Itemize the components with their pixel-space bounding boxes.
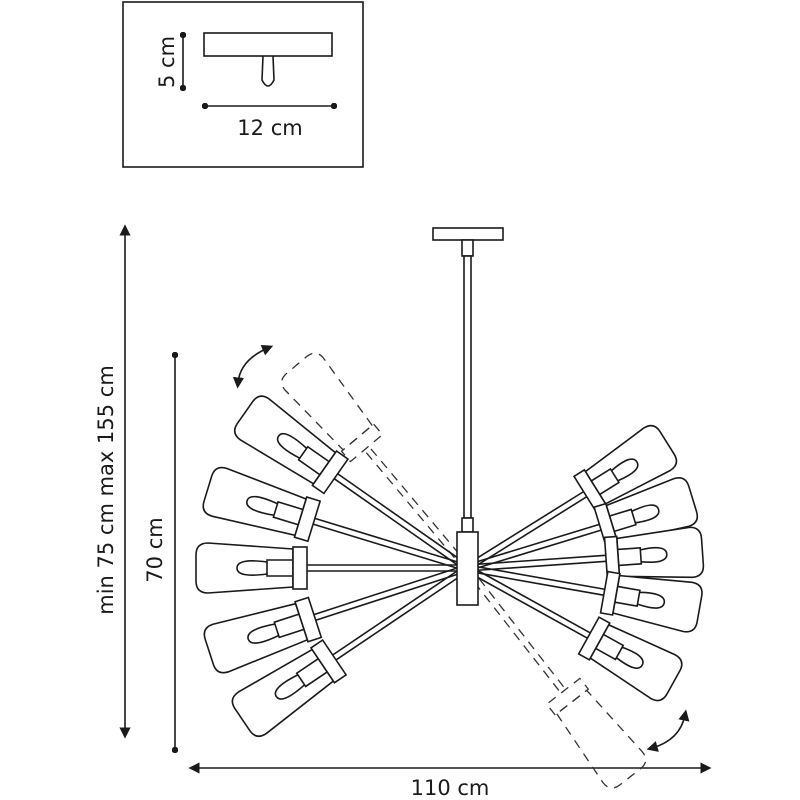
lamp-arm	[465, 564, 683, 702]
lamp-arm	[233, 395, 470, 572]
canopy-hook	[261, 55, 275, 87]
lamp-arms	[195, 352, 705, 789]
adjustable-lamp-ghost	[464, 565, 647, 789]
rotate-arrow-icon	[646, 709, 690, 752]
ceiling-canopy	[432, 227, 504, 241]
total-height-label: min 75 cm max 155 cm	[94, 365, 118, 615]
lamp-arm	[195, 542, 467, 594]
hub-collar	[461, 517, 474, 533]
central-hub	[456, 531, 479, 606]
canopy-width-label: 12 cm	[237, 116, 302, 140]
canopy-detail-box: 5 cm 12 cm	[122, 1, 364, 168]
lamp-arm	[464, 424, 678, 572]
rotate-arrow-icon	[232, 345, 274, 389]
adjustable-lamp-ghost	[281, 352, 470, 571]
lamp-arm	[231, 564, 470, 738]
body-height-label: 70 cm	[143, 517, 167, 582]
suspension-rod	[463, 255, 472, 519]
canopy-height-label: 5 cm	[155, 36, 179, 88]
lamp-arm	[203, 564, 469, 674]
rod-connector	[461, 239, 474, 257]
width-label: 110 cm	[411, 776, 490, 800]
lamp-arm	[202, 466, 469, 572]
lamp-arm	[466, 526, 705, 581]
lamp-arm	[465, 476, 699, 572]
detail-frame	[122, 1, 364, 168]
lamp-arm	[466, 564, 703, 633]
canopy-plate	[203, 32, 333, 57]
dimensions: min 75 cm max 155 cm 70 cm 110 cm	[94, 224, 712, 800]
